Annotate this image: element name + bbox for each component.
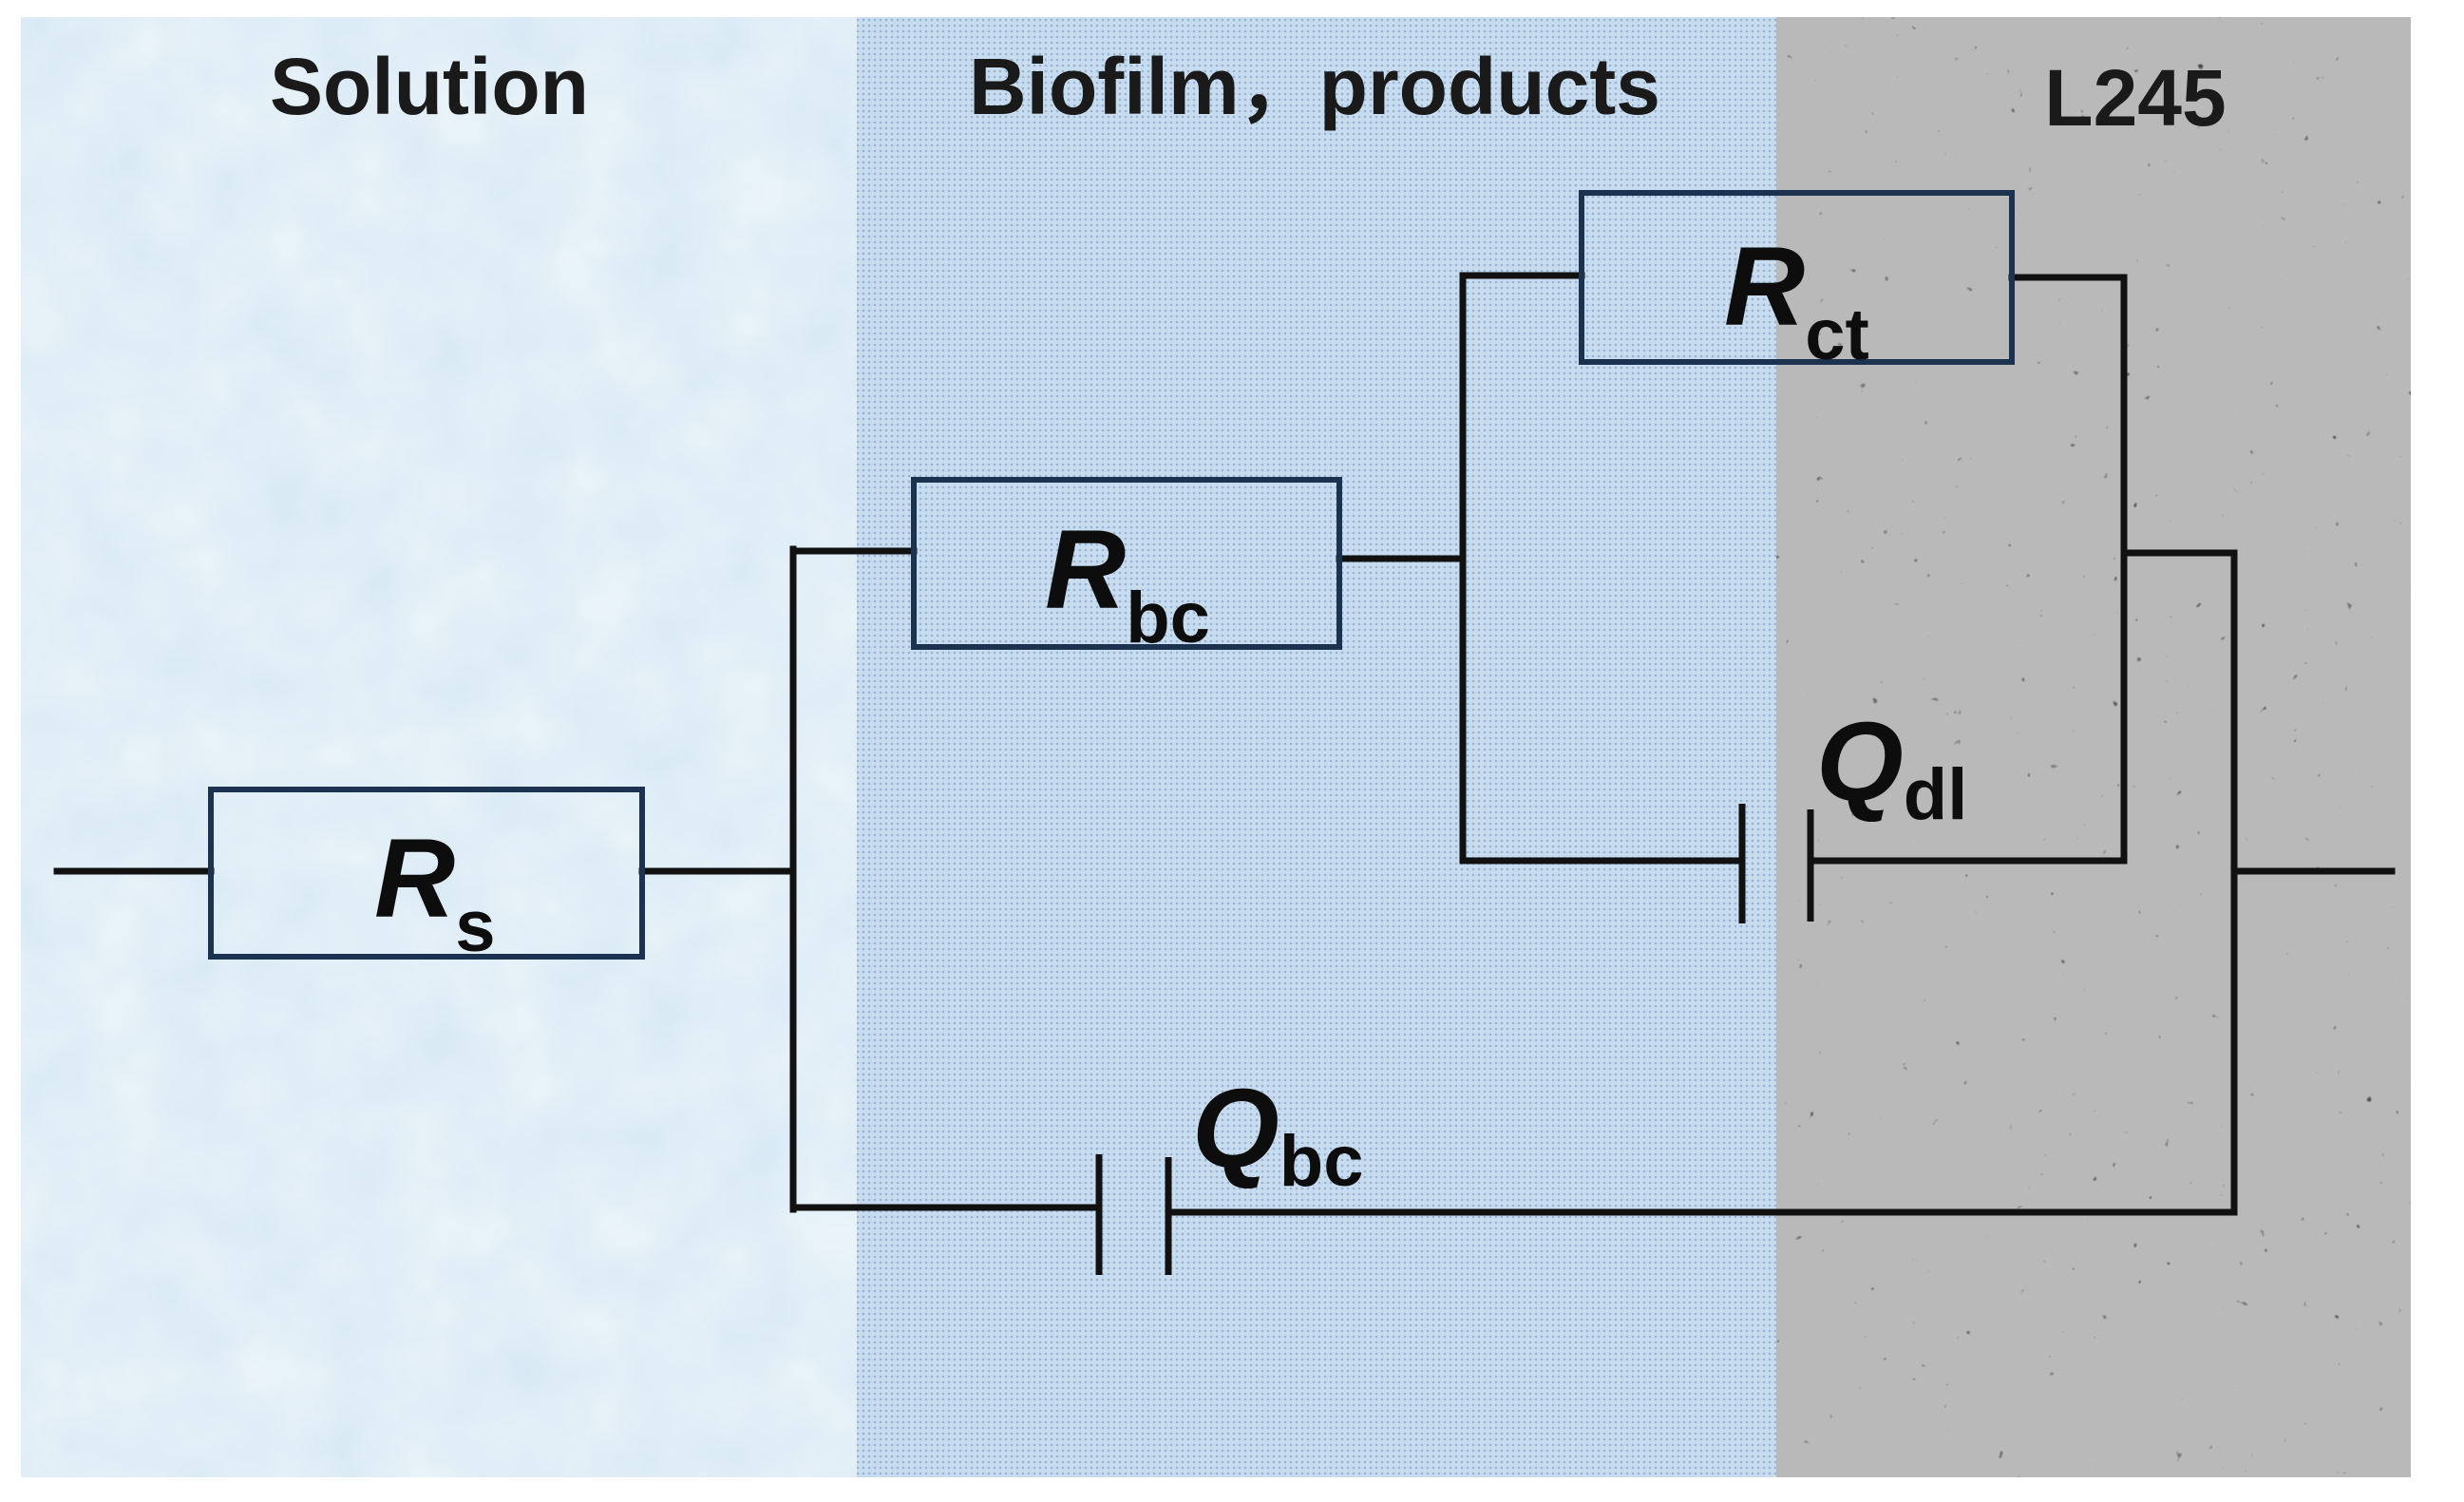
circuit-wires [53,272,2396,1216]
qdl-label: Qdl [1816,699,1967,835]
qbc-symbol: Q [1192,1066,1279,1191]
rs-label: Rs [374,816,496,967]
qbc-label: Qbc [1192,1066,1364,1202]
metal-region [1776,17,2411,1477]
rbc-symbol: R [1045,507,1126,633]
metal-label: L245 [2044,53,2226,143]
qdl-capacitor [1738,804,1814,923]
qbc-capacitor [1095,1154,1172,1275]
rs-symbol: R [374,816,455,941]
solution-region [21,17,857,1477]
qbc-subscript: bc [1279,1121,1364,1202]
solution-label: Solution [270,42,589,131]
biofilm-label: Biofilm，products [969,42,1660,131]
rs-resistor [208,787,645,960]
biofilm-region [857,17,1776,1477]
rs-subscript: s [455,886,495,967]
rct-label: Rct [1724,224,1869,375]
qdl-symbol: Q [1816,699,1904,825]
rbc-subscript: bc [1126,578,1210,658]
rbc-label: Rbc [1045,507,1210,658]
qdl-subscript: dl [1904,754,1968,835]
rct-resistor [1579,190,2015,365]
rbc-resistor [911,477,1342,650]
rct-symbol: R [1724,224,1805,350]
rct-subscript: ct [1805,295,1869,375]
